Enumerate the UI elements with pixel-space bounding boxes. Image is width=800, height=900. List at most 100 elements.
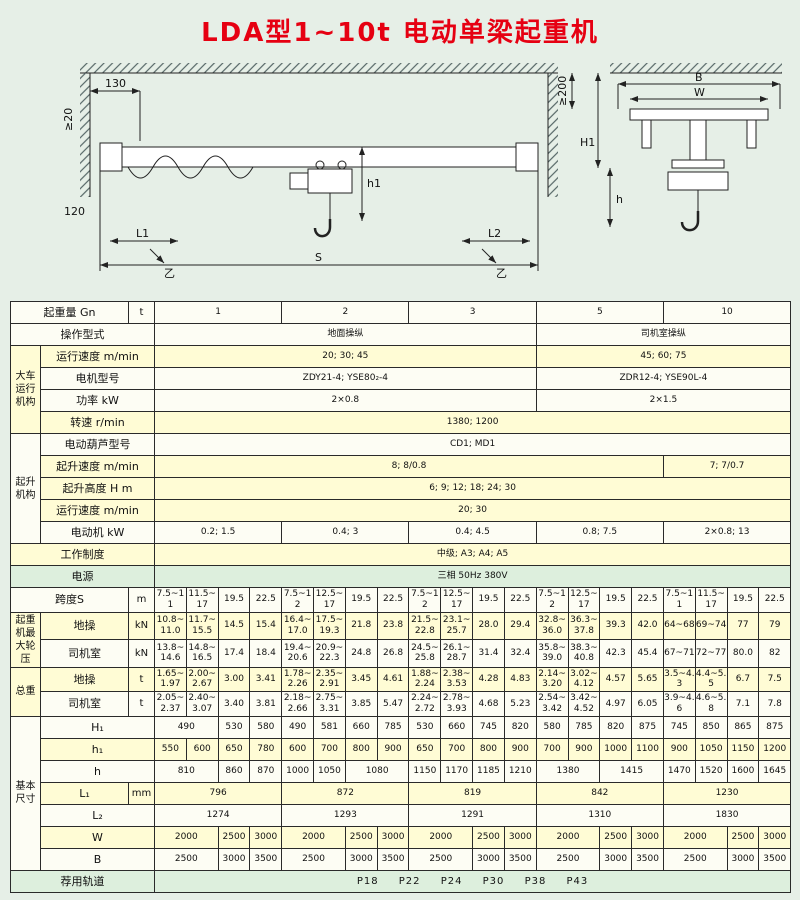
- table-cell: 1645: [758, 759, 792, 783]
- table-cell: 2500: [472, 825, 505, 849]
- table-cell: 820: [503, 715, 537, 739]
- table-cell: 45; 60; 75: [535, 345, 792, 368]
- table-cell: 2.40~3.07: [185, 691, 219, 717]
- left-wall-hatch: [80, 73, 90, 197]
- table-cell: 10: [662, 301, 792, 324]
- table-cell: 2500: [662, 847, 728, 871]
- group-label-cell: 起升机构: [10, 433, 41, 544]
- ceiling-hatch-end: [610, 63, 782, 73]
- table-cell: 700: [535, 737, 569, 761]
- table-cell: 29.4: [503, 611, 537, 641]
- table-cell: 2.24~2.72: [408, 691, 442, 717]
- table-cell: 39.3: [599, 611, 633, 641]
- table-cell: 3.9~4.6: [662, 691, 696, 717]
- table-cell: 1.78~2.26: [281, 666, 315, 693]
- table-cell: 4.57: [599, 666, 633, 693]
- table-cell: 4.61: [376, 666, 410, 693]
- table-cell: 2500: [408, 847, 474, 871]
- table-cell: 42.0: [631, 611, 664, 641]
- table-cell: B: [40, 847, 155, 871]
- table-cell: 1080: [344, 759, 410, 783]
- dim-label-B: B: [695, 71, 703, 84]
- table-cell: 18.4: [249, 639, 283, 668]
- table-cell: 1: [153, 301, 283, 324]
- table-cell: 22.5: [758, 587, 792, 613]
- table-cell: 660: [344, 715, 378, 739]
- table-cell: 三相 50Hz 380V: [153, 565, 792, 588]
- table-cell: 22.5: [631, 587, 664, 613]
- table-cell: t: [128, 301, 155, 324]
- table-cell: 2000: [154, 825, 219, 849]
- table-cell: 1293: [281, 803, 410, 827]
- table-cell: 3.45: [344, 666, 378, 693]
- table-cell: 3000: [217, 847, 251, 871]
- table-cell: 21.5~22.8: [408, 611, 442, 641]
- table-cell: 24.5~25.8: [408, 639, 442, 668]
- table-cell: 2.75~3.31: [313, 691, 346, 717]
- hook-icon: [313, 219, 332, 238]
- table-cell: 3000: [249, 825, 283, 849]
- table-cell: 地面操纵: [154, 323, 537, 346]
- table-cell: 2500: [281, 847, 346, 871]
- table-cell: 1050: [313, 759, 346, 783]
- table-cell: h: [40, 759, 155, 783]
- table-cell: 820: [599, 715, 633, 739]
- table-cell: 35.8~39.0: [535, 639, 569, 668]
- table-cell: 0.4; 3: [281, 521, 410, 544]
- table-cell: 900: [376, 737, 410, 761]
- table-cell: 32.8~36.0: [535, 611, 569, 641]
- table-cell: W: [40, 825, 155, 849]
- table-cell: 7.5~12: [408, 587, 442, 613]
- table-cell: L₂: [40, 803, 155, 827]
- table-cell: 7.1: [726, 691, 760, 717]
- table-cell: 2.05~2.37: [154, 691, 187, 717]
- table-cell: 1.88~2.24: [408, 666, 442, 693]
- section-mark-left: 乙: [164, 267, 175, 280]
- table-cell: ZDY21-4; YSE80₂-4: [154, 367, 537, 390]
- table-cell: 20.9~22.3: [313, 639, 346, 668]
- table-cell: 20; 30; 45: [154, 345, 537, 368]
- table-cell: 7.5~11: [662, 587, 696, 613]
- table-cell: 80.0: [726, 639, 760, 668]
- table-cell: 1380: [535, 759, 601, 783]
- table-cell: 26.1~28.7: [440, 639, 474, 668]
- table-cell: 4.97: [599, 691, 633, 717]
- table-cell: 581: [313, 715, 346, 739]
- end-carriage-right: [515, 142, 539, 172]
- table-cell: 1520: [694, 759, 728, 783]
- table-cell: 1274: [153, 803, 283, 827]
- table-cell: 7.5~12: [281, 587, 315, 613]
- table-cell: 7; 7/0.7: [662, 455, 792, 478]
- table-cell: 19.4~20.6: [281, 639, 315, 668]
- table-cell: 42.3: [599, 639, 633, 668]
- table-cell: 2000: [535, 825, 601, 849]
- table-cell: 850: [694, 715, 728, 739]
- table-cell: 2×0.8; 13: [662, 521, 792, 544]
- table-cell: 8; 8/0.8: [154, 455, 664, 478]
- table-cell: 2500: [535, 847, 601, 871]
- table-cell: 功率 kW: [40, 389, 155, 412]
- table-cell: 796: [153, 781, 283, 805]
- table-cell: 38.3~40.8: [567, 639, 601, 668]
- table-cell: kN: [128, 639, 155, 668]
- table-cell: 900: [567, 737, 601, 761]
- hoist-motor: [289, 172, 309, 190]
- table-cell: 2000: [662, 825, 728, 849]
- table-cell: 2.18~2.66: [281, 691, 315, 717]
- table-cell: 64~68: [662, 611, 696, 641]
- table-cell: 3000: [503, 825, 537, 849]
- table-cell: t: [128, 666, 155, 693]
- table-cell: 19.5: [472, 587, 505, 613]
- table-cell: 660: [440, 715, 474, 739]
- table-cell: mm: [128, 781, 155, 805]
